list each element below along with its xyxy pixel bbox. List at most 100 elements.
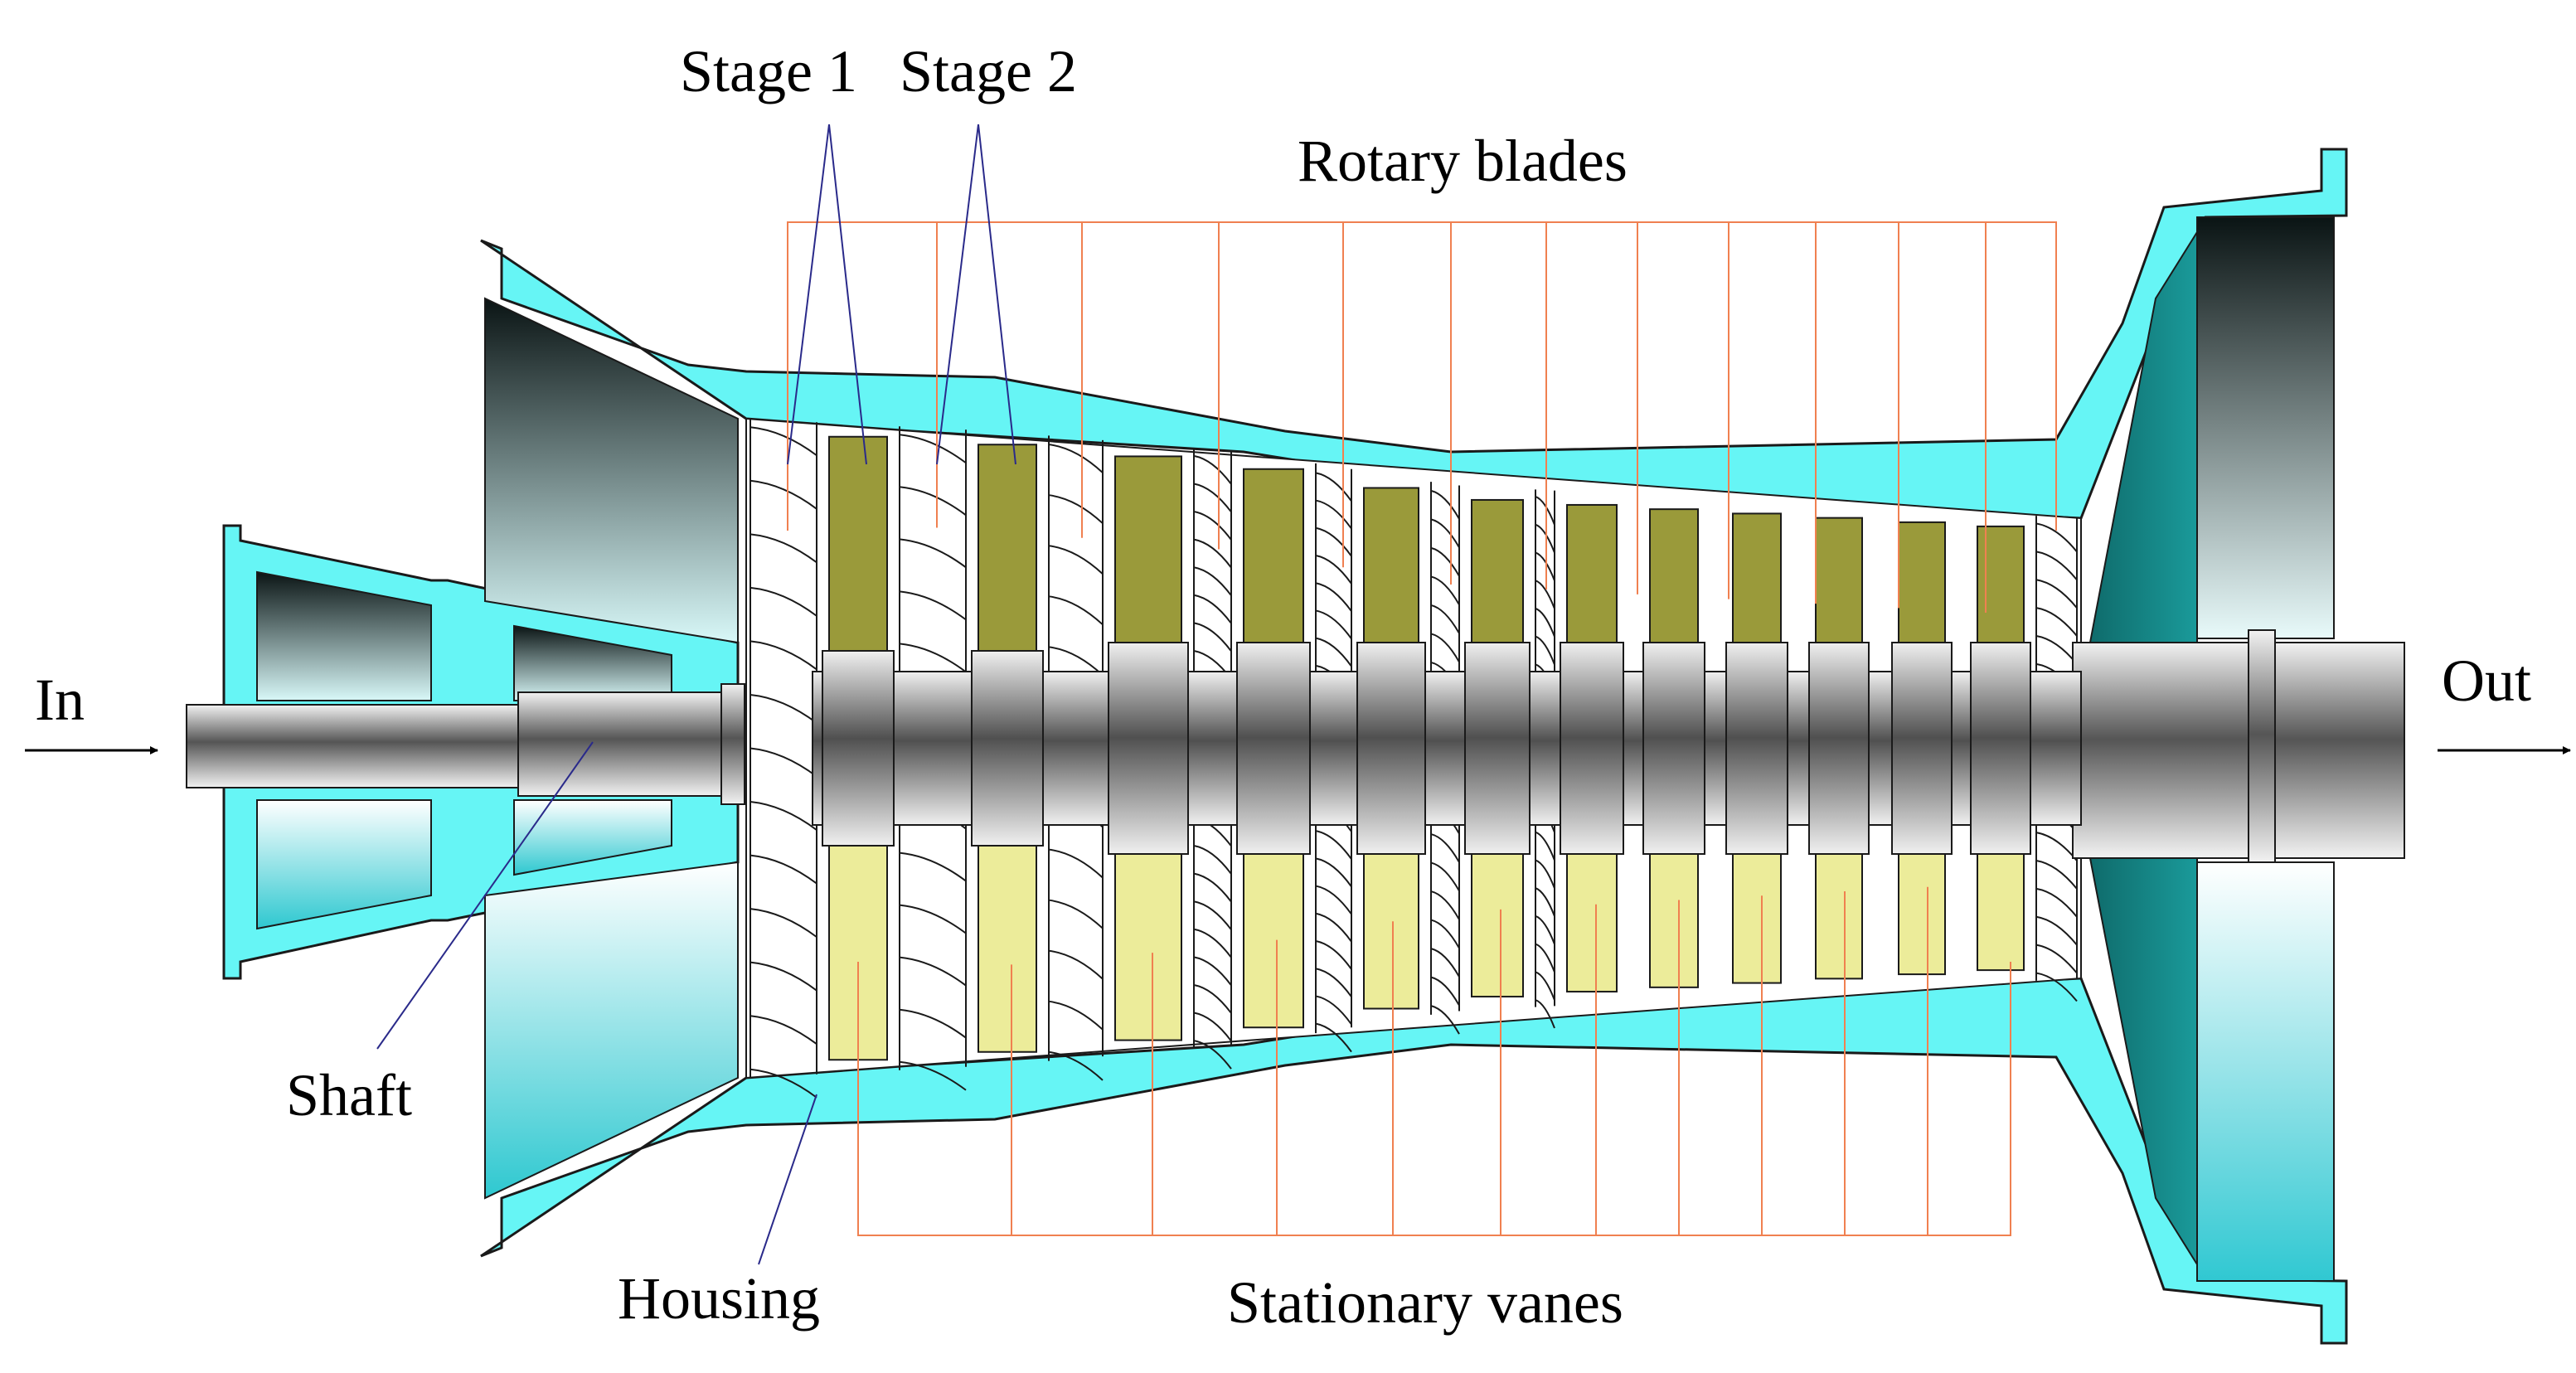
stator-vane	[1430, 604, 1460, 634]
shaft-bearing-section	[517, 691, 726, 797]
stator-vane	[1193, 594, 1232, 624]
stator-vane	[1315, 995, 1352, 1026]
rotor-disc	[1970, 642, 2031, 855]
stator-vane	[1430, 833, 1460, 863]
stator-vane	[750, 1015, 817, 1046]
stator-vane	[1048, 444, 1104, 473]
stator-vane	[1193, 900, 1232, 930]
rotor-disc	[1808, 642, 1870, 855]
stator-vane	[2035, 579, 2078, 609]
rotor-blade-lower	[1471, 853, 1524, 998]
stator-vane-row	[750, 419, 817, 1099]
rotor-disc	[1464, 642, 1531, 855]
stage2-leader-b	[978, 124, 1016, 465]
rotor-blade-lower	[1977, 853, 2025, 972]
stator-vane	[1315, 499, 1352, 530]
stator-vane	[750, 854, 817, 885]
stator-vane	[1430, 518, 1460, 548]
stator-vane	[1193, 566, 1232, 596]
rotor-blade-lower	[1732, 853, 1782, 984]
rotor-blade-upper	[1732, 512, 1782, 644]
shaft-inlet-section	[186, 704, 519, 788]
stator-vane	[1193, 983, 1232, 1014]
stator-vane	[899, 590, 967, 621]
rotor-blade-upper	[1243, 468, 1304, 644]
stage2-leader-a	[936, 124, 979, 465]
stage2-label: Stage 2	[900, 38, 1077, 104]
rotor-blade-upper	[1471, 498, 1524, 644]
housing-label: Housing	[618, 1265, 820, 1332]
rotor-disc	[1642, 642, 1705, 855]
stator-vane	[1193, 454, 1232, 485]
stationary-vanes-label: Stationary vanes	[1227, 1269, 1623, 1336]
stator-vane	[1193, 928, 1232, 958]
stator-vane	[1535, 551, 1555, 581]
shaft-outlet-collar	[2248, 629, 2276, 863]
stator-vane	[1430, 489, 1460, 520]
stator-vane	[750, 479, 817, 510]
label-leader-lines	[376, 124, 1016, 1265]
stator-vane	[1430, 976, 1460, 1007]
stator-vane	[1193, 956, 1232, 986]
stator-vane	[1430, 1005, 1460, 1035]
rotor-disc	[1560, 642, 1624, 855]
stator-vane	[1048, 1000, 1104, 1031]
stator-vane	[1535, 999, 1555, 1029]
stator-vane	[750, 640, 817, 671]
stator-vane	[1535, 943, 1555, 973]
inlet-plenum-lower	[484, 861, 739, 1200]
rotor-blade-upper	[1363, 487, 1419, 643]
stationary-vanes-bracket	[857, 962, 2011, 1236]
shaft-collar	[720, 683, 745, 805]
inlet-cavity-lower-left	[256, 799, 432, 930]
stator-vane	[1315, 830, 1352, 860]
stator-vane	[899, 956, 967, 987]
rotor	[812, 435, 2082, 1061]
stator-vane	[1535, 607, 1555, 638]
stator-vane	[1193, 845, 1232, 875]
rotor-blade-lower	[1243, 853, 1304, 1029]
stator-vane	[1535, 523, 1555, 554]
shaft-label: Shaft	[286, 1062, 412, 1128]
rotor-blade-lower	[1898, 853, 1946, 976]
stator-vane	[750, 801, 817, 831]
stator-vane	[1048, 545, 1104, 575]
rotor-blade-lower	[1815, 853, 1863, 980]
inlet-cavity-upper-left	[256, 570, 432, 701]
stator-vane	[899, 904, 967, 934]
rotary-blades-bracket	[787, 221, 2057, 531]
stator-vane	[1535, 915, 1555, 945]
shaft	[186, 629, 2405, 863]
outlet-label: Out	[2442, 648, 2531, 714]
rotor-blade-lower	[1566, 853, 1618, 993]
stator-vane	[1315, 609, 1352, 640]
rotor-blade-upper	[1566, 503, 1618, 644]
stator-vane	[750, 426, 817, 457]
stator-vane	[1315, 526, 1352, 557]
stator-vane	[750, 586, 817, 617]
inlet-label: In	[35, 667, 85, 733]
stator-vane	[1535, 971, 1555, 1001]
rotor-blade-upper	[978, 444, 1037, 652]
stator-vane	[1193, 1040, 1232, 1070]
stator-vane	[2035, 860, 2078, 890]
inlet-cavity-lower-right	[513, 799, 672, 876]
stator-vane	[2035, 915, 2078, 946]
exit-plenum-lower	[2196, 861, 2335, 1282]
stator-vane	[899, 434, 967, 464]
stator-vane	[1535, 887, 1555, 917]
stator-vane	[899, 1008, 967, 1039]
rotor-blade-upper	[1815, 517, 1863, 644]
stator-vane	[1048, 494, 1104, 524]
stator-vane	[750, 533, 817, 564]
stator-vane	[1430, 633, 1460, 662]
rotor-disc	[1236, 642, 1311, 855]
rotor-disc	[822, 650, 895, 847]
stator-vane	[2035, 607, 2078, 637]
stator-vane	[1535, 831, 1555, 861]
rotor-blade-upper	[1649, 508, 1699, 643]
stator-vane	[750, 908, 817, 938]
stator-vane	[1315, 637, 1352, 667]
stator-vane	[1315, 857, 1352, 887]
stator-vane	[750, 961, 817, 992]
